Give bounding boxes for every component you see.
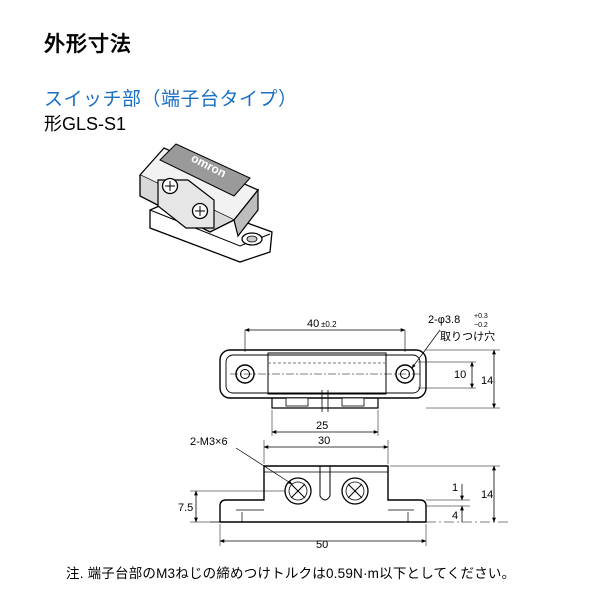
hole-note-label: 取りつけ穴	[440, 329, 495, 343]
dim-thickness-1: 1	[452, 482, 458, 494]
dim-pitch-tolerance: ±0.2	[321, 320, 337, 329]
page-title: 外形寸法	[44, 33, 132, 56]
screw-spec-label: 2-M3×6	[190, 436, 228, 448]
dim-width-30: 30	[318, 435, 330, 447]
dim-height-10: 10	[454, 369, 466, 381]
front-view-drawing: 30 2-M3×6 7.5 1 4 14	[178, 435, 510, 551]
dim-height-14-front: 14	[481, 489, 493, 501]
dim-width-50: 50	[316, 539, 328, 551]
dim-width-25: 25	[316, 420, 328, 432]
section-subtitle: スイッチ部（端子台タイプ）	[44, 89, 298, 110]
dim-pitch-40: 40	[307, 318, 319, 330]
hole-spec-label: 2-φ3.8	[428, 314, 460, 326]
dim-height-7-5: 7.5	[178, 502, 193, 514]
hole-tol-upper: +0.3	[474, 313, 488, 320]
dim-base-4: 4	[452, 510, 458, 522]
top-view-drawing: 40 ±0.2 2-φ3.8 +0.3 −0.2 取りつけ穴 10 14 25	[219, 313, 500, 436]
model-number: 形GLS-S1	[44, 114, 127, 134]
dim-height-14-top: 14	[481, 375, 493, 387]
hole-tol-lower: −0.2	[474, 322, 488, 329]
product-photo: omron	[138, 143, 273, 263]
footer-note: 注. 端子台部のM3ねじの締めつけトルクは0.59N·m以下としてください。	[66, 566, 516, 581]
